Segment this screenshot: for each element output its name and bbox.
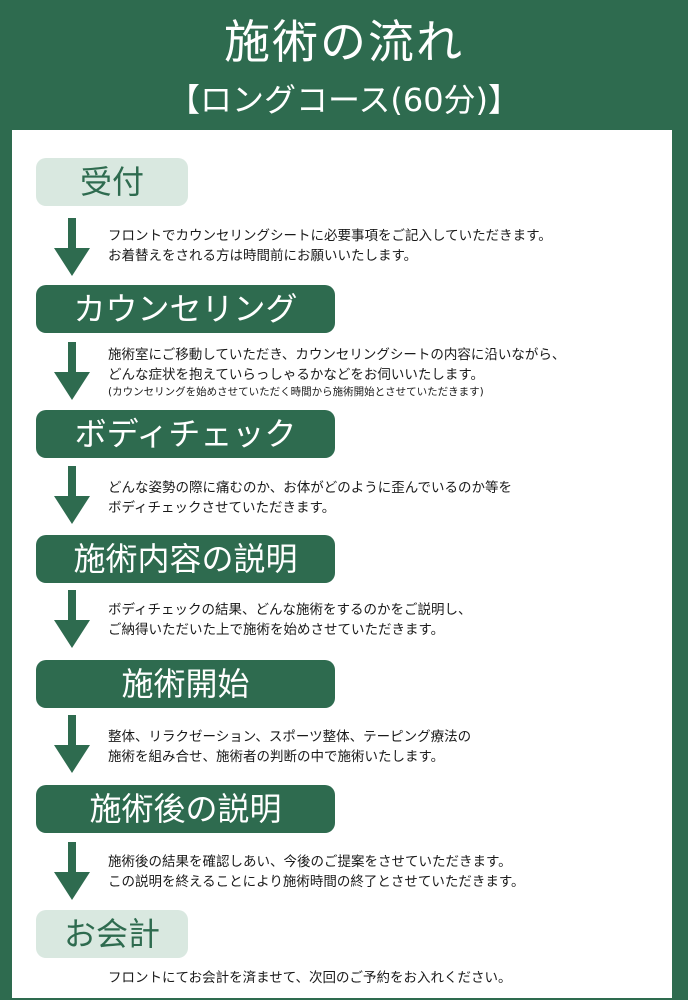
step-payment-label: お会計: [36, 910, 188, 958]
desc-line: ボディチェックの結果、どんな施術をするのかをご説明し、: [108, 602, 472, 618]
step-after-label: 施術後の説明: [36, 785, 335, 833]
page-title: 施術の流れ: [224, 15, 464, 69]
step-payment-desc: フロントにてお会計を済ませて、次回のご予約をお入れください。: [108, 970, 512, 986]
down-arrow-icon: [54, 715, 90, 773]
down-arrow-icon: [54, 342, 90, 400]
step-body-check-desc: どんな姿勢の際に痛むのか、お体がどのように歪んでいるのか等を ボディチェックさせ…: [108, 478, 668, 518]
steps-panel: 受付 フロントでカウンセリングシートに必要事項をご記入していただきます。 お着替…: [12, 130, 672, 998]
down-arrow-icon: [54, 218, 90, 276]
down-arrow-icon: [54, 842, 90, 900]
step-explanation-desc: ボディチェックの結果、どんな施術をするのかをご説明し、 ご納得いただいた上で施術…: [108, 600, 668, 640]
desc-line: どんな症状を抱えていらっしゃるかなどをお伺いいたします。: [108, 367, 484, 383]
step-explanation-label: 施術内容の説明: [36, 535, 335, 583]
desc-line: 施術を組み合せ、施術者の判断の中で施術いたします。: [108, 749, 445, 765]
down-arrow-icon: [54, 466, 90, 524]
desc-note: (カウンセリングを始めさせていただく時間から施術開始とさせていただきます): [108, 386, 484, 398]
step-start-label: 施術開始: [36, 660, 335, 708]
step-body-check-label: ボディチェック: [36, 410, 335, 458]
desc-line: 施術室にご移動していただき、カウンセリングシートの内容に沿いながら、: [108, 347, 566, 363]
step-after-desc: 施術後の結果を確認しあい、今後のご提案をさせていただきます。 この説明を終えるこ…: [108, 852, 668, 892]
step-start-desc: 整体、リラクゼーション、スポーツ整体、テーピング療法の 施術を組み合せ、施術者の…: [108, 727, 668, 767]
desc-line: 整体、リラクゼーション、スポーツ整体、テーピング療法の: [108, 729, 472, 745]
step-counseling-desc: 施術室にご移動していただき、カウンセリングシートの内容に沿いながら、 どんな症状…: [108, 345, 668, 399]
desc-line: 施術後の結果を確認しあい、今後のご提案をさせていただきます。: [108, 854, 512, 870]
desc-line: ご納得いただいた上で施術を始めさせていただきます。: [108, 622, 445, 638]
desc-line: どんな姿勢の際に痛むのか、お体がどのように歪んでいるのか等を: [108, 480, 513, 496]
header: 施術の流れ 【ロングコース(60分)】: [0, 0, 688, 130]
desc-line: フロントでカウンセリングシートに必要事項をご記入していただきます。: [108, 228, 552, 244]
desc-line: ボディチェックさせていただきます。: [108, 500, 336, 516]
step-counseling-label: カウンセリング: [36, 285, 335, 333]
desc-line: この説明を終えることにより施術時間の終了とさせていただきます。: [108, 874, 525, 890]
desc-line: お着替えをされる方は時間前にお願いいたします。: [108, 248, 418, 264]
down-arrow-icon: [54, 590, 90, 648]
step-reception-desc: フロントでカウンセリングシートに必要事項をご記入していただきます。 お着替えをさ…: [108, 226, 668, 266]
course-subtitle: 【ロングコース(60分)】: [167, 81, 521, 119]
step-reception-label: 受付: [36, 158, 188, 206]
